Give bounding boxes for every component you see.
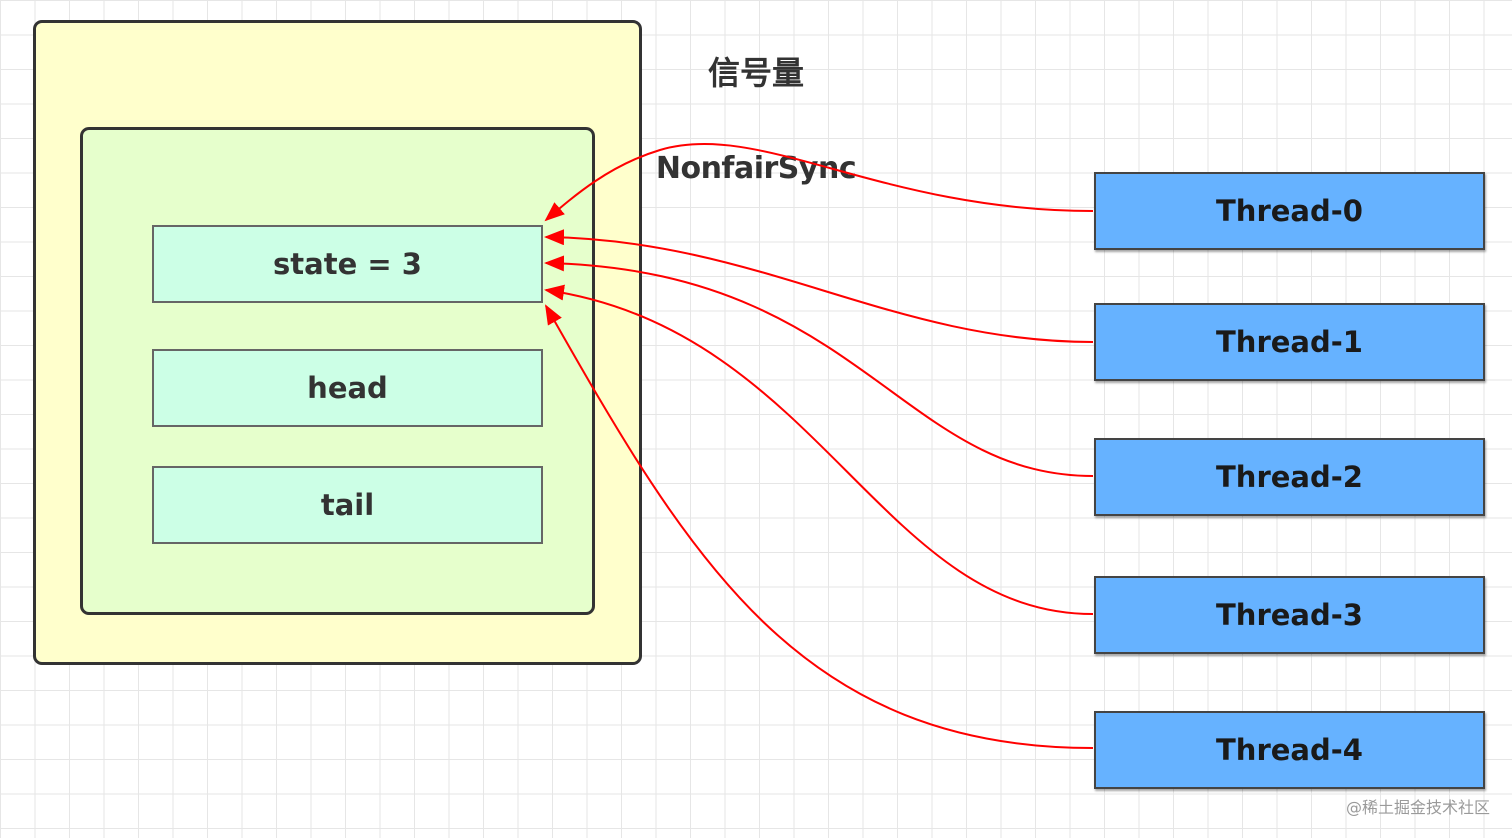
thread-1-box: Thread-1 (1094, 303, 1485, 381)
thread-4-box: Thread-4 (1094, 711, 1485, 789)
thread-0-box: Thread-0 (1094, 172, 1485, 250)
tail-field: tail (152, 466, 543, 544)
state-field: state = 3 (152, 225, 543, 303)
head-field: head (152, 349, 543, 427)
thread-3-box: Thread-3 (1094, 576, 1485, 654)
watermark: @稀土掘金技术社区 (1345, 798, 1490, 817)
semaphore-title: 信号量 (707, 54, 804, 92)
thread-2-box: Thread-2 (1094, 438, 1485, 516)
